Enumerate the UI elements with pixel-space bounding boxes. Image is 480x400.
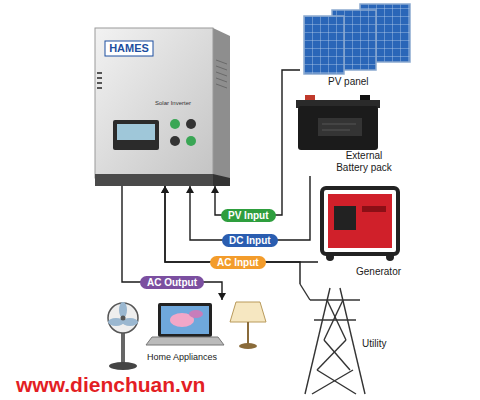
utility-tower-figure: [300, 284, 365, 394]
generator-figure: [322, 188, 398, 261]
battery-node: External Battery pack: [290, 92, 400, 176]
pv-panel-node: PV panel: [300, 2, 415, 90]
device-label: Utility: [362, 338, 386, 350]
arrow-head: [186, 186, 194, 193]
fan-figure: [108, 302, 138, 370]
device-label: External Battery pack: [330, 150, 398, 174]
arrow-head: [161, 186, 169, 193]
device-label: PV panel: [328, 76, 369, 88]
utility-node: Utility: [290, 284, 398, 396]
device-label: Generator: [356, 266, 401, 278]
connector: [186, 176, 310, 240]
connector: [122, 186, 226, 300]
edge-label-pill: PV Input: [221, 209, 276, 222]
edge-label-pill: AC Output: [140, 276, 204, 289]
inverter-box: HAMES Solar Inverter: [95, 28, 230, 186]
laptop-figure: [146, 303, 224, 345]
pv-panel-figure: [304, 4, 410, 74]
connector: [161, 186, 300, 284]
arrow-head: [161, 186, 169, 193]
edge-label-pill: DC Input: [222, 234, 278, 247]
watermark: www.dienchuan.vn: [16, 373, 205, 397]
appliances-node: Home Appliances: [95, 300, 275, 372]
connector-line: [165, 186, 318, 262]
arrow-head: [218, 293, 226, 300]
connector-line: [122, 186, 222, 300]
connector-line: [165, 186, 300, 284]
brand-name: HAMES: [105, 41, 153, 56]
connector: [161, 186, 318, 262]
lamp-figure: [230, 302, 266, 349]
device-caption: Solar Inverter: [155, 100, 191, 107]
generator-node: Generator: [318, 182, 410, 282]
connector-line: [215, 70, 300, 215]
edge-label-pill: AC Input: [210, 256, 266, 269]
battery-figure: [296, 95, 380, 150]
connector-line: [190, 176, 310, 240]
inverter-figure: [95, 28, 230, 186]
device-label: Home Appliances: [147, 352, 217, 363]
connector: [211, 70, 300, 215]
arrow-head: [211, 186, 219, 193]
